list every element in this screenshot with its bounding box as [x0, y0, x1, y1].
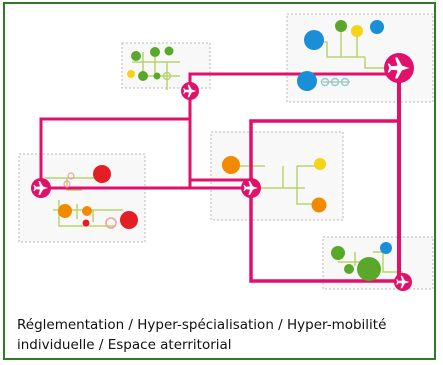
- node-red: [93, 165, 111, 183]
- node-orange: [58, 204, 72, 218]
- figure-frame: Réglementation / Hyper-spécialisation / …: [3, 2, 436, 360]
- node-ring: [162, 71, 172, 81]
- airplane-hub-icon: [31, 178, 51, 198]
- node-ring: [67, 172, 75, 180]
- node-orange: [222, 156, 240, 174]
- node-blue: [370, 20, 384, 34]
- node-blue: [380, 242, 392, 254]
- figure-caption: Réglementation / Hyper-spécialisation / …: [17, 315, 437, 355]
- airplane-hub-icon: [394, 273, 412, 291]
- network-diagram: [18, 13, 434, 291]
- node-yellow: [351, 25, 363, 37]
- node-ring: [320, 77, 330, 87]
- node-ring: [330, 77, 340, 87]
- node-ring: [340, 77, 350, 87]
- node-red: [120, 211, 138, 229]
- node-red: [82, 219, 90, 227]
- node-green: [150, 47, 160, 57]
- nodes-top-center: [127, 46, 174, 81]
- nodes-bottom-right: [331, 242, 392, 281]
- node-green: [164, 46, 174, 56]
- node-green: [331, 246, 345, 260]
- node-green: [138, 71, 148, 81]
- node-yellow: [314, 158, 326, 170]
- nodes-top-right: [297, 20, 384, 91]
- node-orange: [311, 197, 327, 213]
- node-blue: [297, 71, 317, 91]
- airplane-hub-icon: [384, 53, 414, 83]
- territory-box-left: [18, 153, 146, 243]
- node-green: [153, 72, 161, 80]
- airplane-hub-icon: [241, 178, 261, 198]
- node-blue: [304, 30, 324, 50]
- caption-line-1: Réglementation / Hyper-spécialisation / …: [17, 317, 387, 333]
- caption-line-2: individuelle / Espace aterritorial: [17, 337, 232, 353]
- route-center-down: [249, 188, 399, 283]
- node-ring: [105, 217, 117, 229]
- node-green: [344, 264, 354, 274]
- local-links: [45, 28, 403, 273]
- node-orange: [82, 206, 92, 216]
- airplane-hub-icon: [181, 82, 199, 100]
- nodes-center: [222, 156, 327, 213]
- node-yellow: [127, 70, 135, 78]
- route-center-to-right: [249, 119, 399, 188]
- node-green: [335, 20, 347, 32]
- node-green: [131, 51, 141, 61]
- node-green: [357, 257, 381, 281]
- nodes-left: [58, 165, 138, 229]
- node-ring: [63, 180, 71, 188]
